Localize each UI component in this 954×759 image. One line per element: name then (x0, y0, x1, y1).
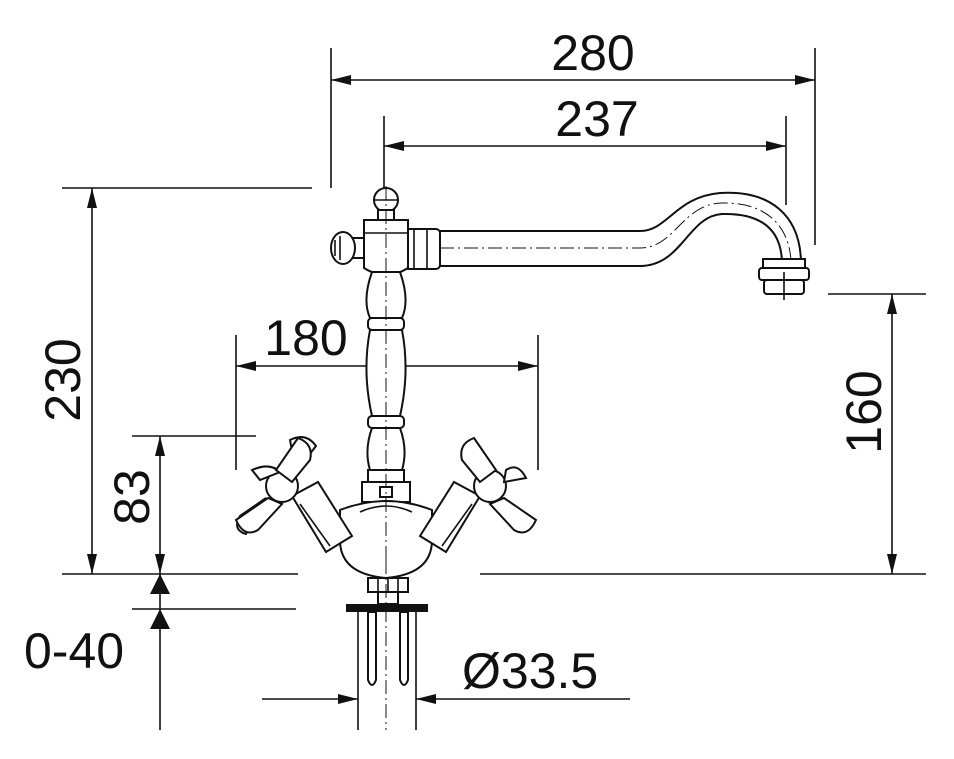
dimension-counter-thickness: 0-40 (24, 574, 296, 730)
hole-diameter-label: Ø33.5 (462, 643, 598, 699)
dimension-handle-span: 180 (235, 310, 539, 470)
dimension-overall-reach: 280 (330, 25, 816, 245)
body-height-label: 83 (104, 469, 160, 525)
mounting-shank (346, 560, 428, 730)
left-handle (234, 436, 354, 554)
dimension-body-height: 83 (104, 435, 256, 574)
arrow-head (150, 609, 170, 629)
dimension-spout-reach: 237 (383, 91, 787, 205)
spout-collar (403, 228, 441, 270)
dimension-total-height: 230 (35, 187, 312, 574)
total-height-label: 230 (35, 338, 91, 421)
overall-reach-label: 280 (551, 25, 634, 81)
dimension-spout-height: 160 (828, 293, 926, 574)
right-handle (418, 436, 538, 554)
spout-reach-label: 237 (555, 91, 638, 147)
handle-span-label: 180 (264, 310, 347, 366)
top-lever-knob (330, 231, 367, 265)
faucet-outline (234, 186, 810, 730)
spout-height-label: 160 (836, 370, 892, 453)
spout (437, 191, 810, 300)
counter-thickness-label: 0-40 (24, 623, 124, 679)
dimension-hole-diameter: Ø33.5 (262, 612, 630, 730)
arrow-head (150, 574, 170, 594)
